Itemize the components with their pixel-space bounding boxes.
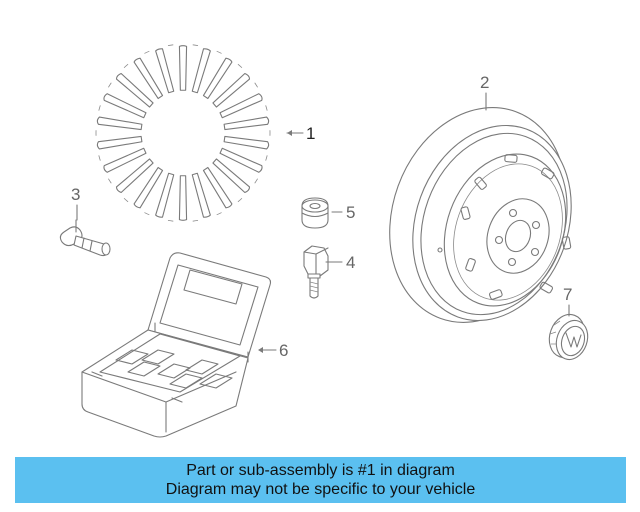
- hubcap-spoke: [219, 147, 263, 173]
- hubcap-spoke: [219, 93, 263, 119]
- valve-stem-part[interactable]: [59, 219, 111, 257]
- parts-diagram: 1 2: [59, 44, 598, 438]
- hubcap-spoke: [212, 72, 251, 108]
- callout-1-arrow: [287, 130, 292, 136]
- hubcap-rim-segment: [216, 212, 222, 216]
- callout-4[interactable]: 4: [325, 253, 355, 272]
- hubcap-spoke: [223, 135, 270, 150]
- lock-kit-case-part[interactable]: [81, 252, 272, 438]
- callout-2-label: 2: [480, 73, 489, 92]
- callout-6-arrow: [258, 347, 263, 353]
- hubcap-spoke: [178, 45, 188, 91]
- callout-5-label: 5: [346, 203, 355, 222]
- hubcap-rim-segment: [254, 82, 258, 88]
- hubcap-spoke: [223, 116, 270, 131]
- wheel-cover-part[interactable]: [95, 44, 271, 222]
- hubcap-rim-segment: [123, 63, 129, 69]
- hubcap-spoke: [115, 158, 154, 194]
- hubcap-spoke: [133, 166, 164, 209]
- callout-6[interactable]: 6: [258, 341, 288, 360]
- hubcap-rim-segment: [108, 82, 112, 88]
- hubcap-rim-segment: [144, 212, 150, 216]
- callout-1-label: 1: [306, 124, 315, 143]
- hubcap-rim-segment: [237, 63, 243, 69]
- hubcap-spoke: [212, 158, 251, 194]
- hubcap-rim-segment: [254, 178, 258, 184]
- callout-4-label: 4: [346, 253, 355, 272]
- banner-line-part: Part or sub-assembly is #1 in diagram: [186, 462, 455, 479]
- callout-2[interactable]: 2: [480, 73, 489, 111]
- steel-wheel-part[interactable]: [361, 83, 598, 348]
- hubcap-rim-segment: [123, 197, 129, 203]
- lock-nut-part[interactable]: [301, 197, 329, 229]
- hubcap-spoke: [191, 172, 211, 218]
- hubcap-spoke: [103, 147, 147, 173]
- hubcap-spoke: [96, 116, 143, 131]
- hubcap-spoke: [178, 175, 188, 221]
- hubcap-spoke: [155, 172, 175, 218]
- callout-7[interactable]: 7: [563, 285, 572, 317]
- callout-3-label: 3: [71, 185, 80, 204]
- hubcap-rim-segment: [98, 155, 101, 161]
- info-banner: Part or sub-assembly is #1 in diagram Di…: [15, 457, 626, 503]
- center-cap-part[interactable]: [544, 310, 593, 364]
- hubcap-spoke: [103, 93, 147, 119]
- hubcap-spoke: [191, 48, 211, 94]
- callout-6-label: 6: [279, 341, 288, 360]
- hubcap-rim-segment: [265, 105, 268, 111]
- hubcap-spoke: [155, 48, 175, 94]
- hubcap-rim-segment: [192, 220, 199, 222]
- lug-bolt-part[interactable]: [303, 245, 329, 299]
- hubcap-spoke: [133, 57, 164, 100]
- hubcap-rim-segment: [192, 44, 199, 46]
- hubcap-rim-segment: [265, 155, 268, 161]
- callout-1[interactable]: 1: [286, 124, 315, 143]
- hubcap-rim-segment: [144, 50, 150, 54]
- hubcap-rim-segment: [98, 105, 101, 111]
- hubcap-spoke: [202, 166, 233, 209]
- hubcap-rim-segment: [237, 197, 243, 203]
- callout-7-label: 7: [563, 285, 572, 304]
- hubcap-spoke: [115, 72, 154, 108]
- callout-3[interactable]: 3: [71, 185, 80, 221]
- hubcap-rim-segment: [167, 220, 174, 222]
- banner-line-disclaimer: Diagram may not be specific to your vehi…: [165, 481, 476, 498]
- hubcap-spoke: [96, 135, 143, 150]
- hubcap-rim-segment: [108, 178, 112, 184]
- callout-5[interactable]: 5: [331, 203, 355, 222]
- hubcap-spoke: [202, 57, 233, 100]
- hubcap-rim-segment: [216, 50, 222, 54]
- hubcap-rim-segment: [167, 44, 174, 46]
